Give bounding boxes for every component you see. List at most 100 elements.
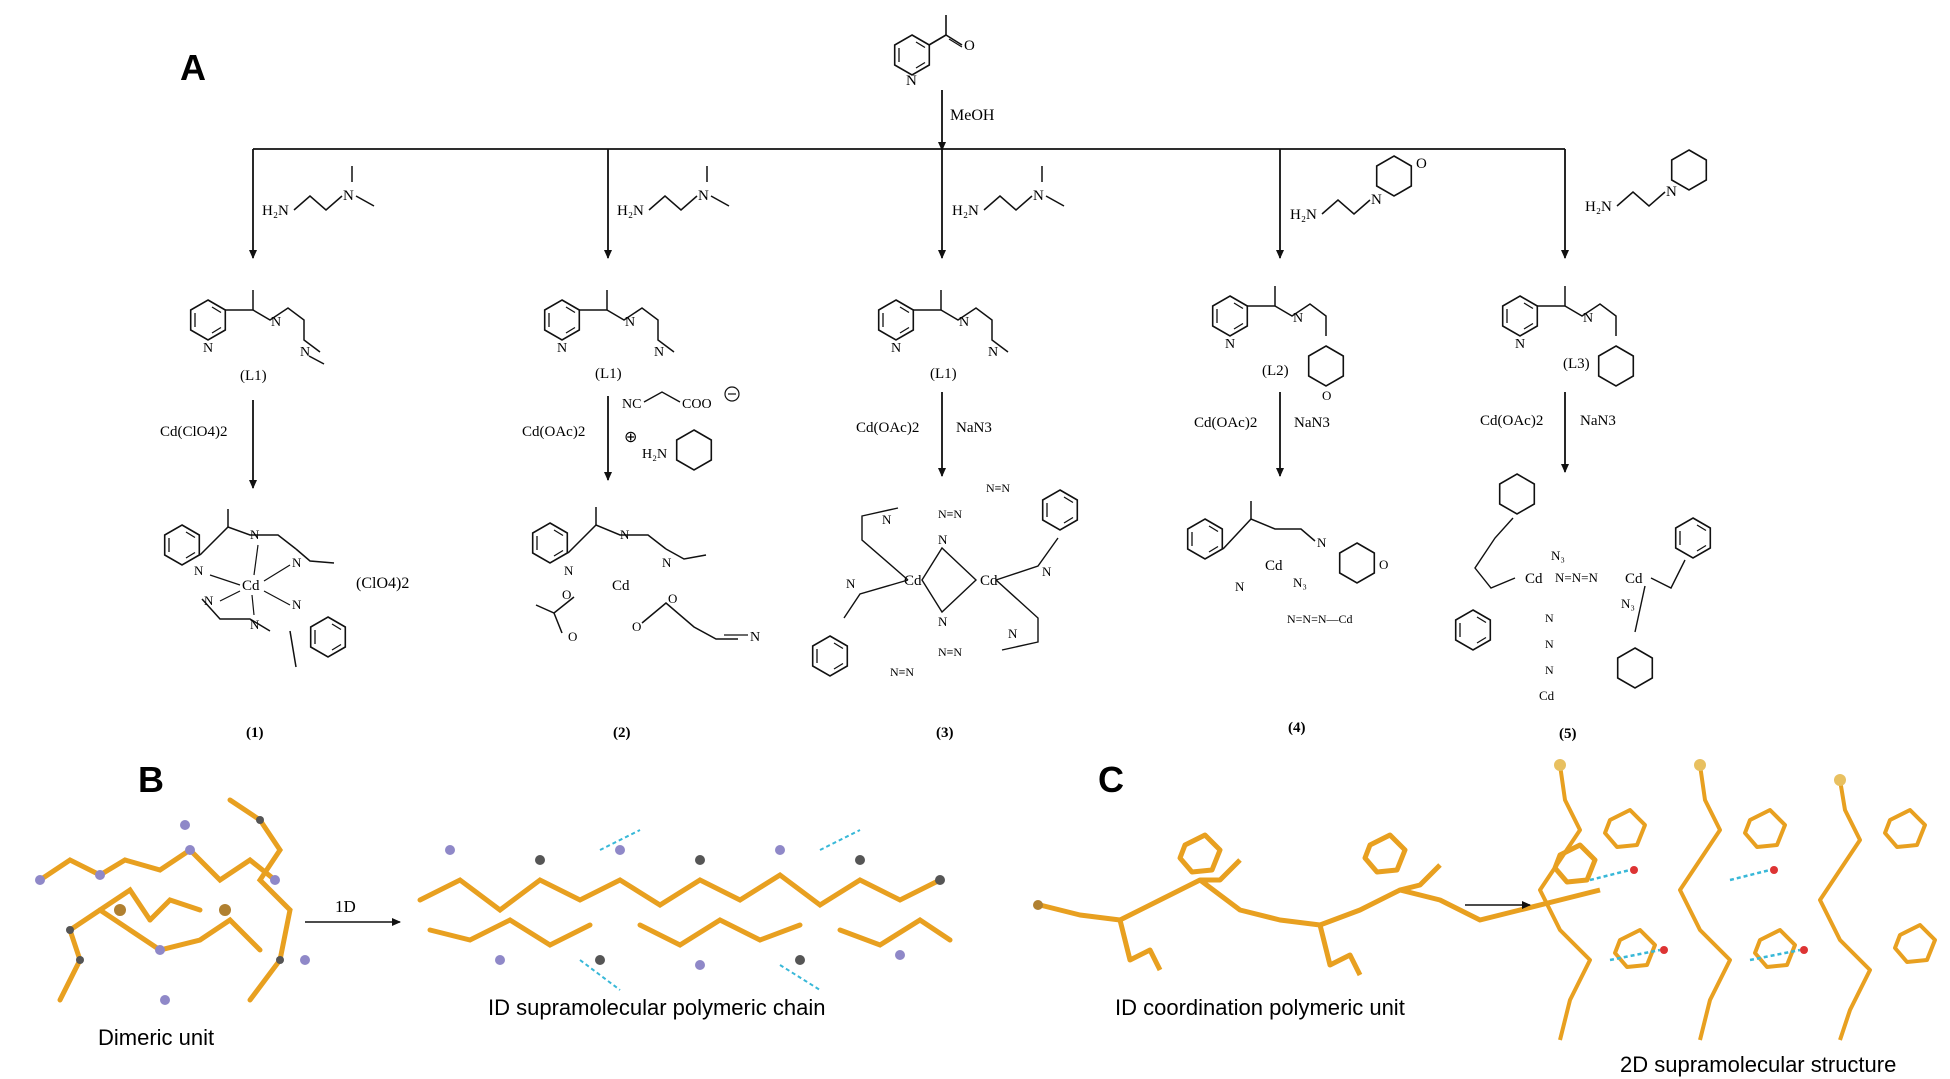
svg-text:Cd: Cd xyxy=(1265,558,1283,574)
unit-caption: ID coordination polymeric unit xyxy=(1115,995,1405,1020)
svg-text:N: N xyxy=(203,341,213,356)
structure-caption: 2D supramolecular structure xyxy=(1620,1052,1896,1077)
ligand-structure-5: N N xyxy=(1501,286,1635,387)
svg-text:N≡N: N≡N xyxy=(986,481,1010,495)
reagent-2: Cd(OAc)2 xyxy=(522,424,585,440)
svg-text:N: N xyxy=(891,341,901,356)
svg-text:N: N xyxy=(959,315,969,330)
svg-text:N: N xyxy=(906,73,917,89)
svg-text:N: N xyxy=(750,630,760,645)
svg-text:N: N xyxy=(300,345,310,360)
solvent-label: MeOH xyxy=(950,107,995,124)
svg-text:N: N xyxy=(343,188,354,204)
ligand-structure-1: N N N xyxy=(189,290,325,365)
dimer-caption: Dimeric unit xyxy=(98,1025,214,1050)
svg-text:N≡N: N≡N xyxy=(938,645,962,659)
svg-text:N: N xyxy=(625,315,635,330)
amine-piperidine: H₂N N xyxy=(1585,149,1708,215)
svg-text:N=N=N: N=N=N xyxy=(1555,570,1598,585)
svg-text:N: N xyxy=(1371,192,1382,208)
svg-text:O: O xyxy=(668,591,677,606)
svg-text:O: O xyxy=(632,619,641,634)
amine-dmed-3: H₂N N xyxy=(952,166,1065,219)
svg-text:N: N xyxy=(938,614,948,629)
svg-text:N: N xyxy=(1515,337,1525,352)
svg-text:N: N xyxy=(1008,626,1018,641)
svg-text:N: N xyxy=(564,563,574,578)
counter-ion: (ClO4)2 xyxy=(356,575,409,592)
svg-text:N: N xyxy=(292,597,302,612)
ligand-label-3: (L1) xyxy=(930,366,957,382)
complex-4-structure: Cd N O N₃ N N=N=N—Cd xyxy=(1186,501,1388,626)
amine-morpholine: H₂N N O xyxy=(1290,155,1427,223)
reagent-1: Cd(ClO4)2 xyxy=(160,424,228,440)
panel-label-a: A xyxy=(180,47,206,88)
svg-text:Cd: Cd xyxy=(242,578,260,594)
svg-text:N=N=N—Cd: N=N=N—Cd xyxy=(1287,612,1353,626)
svg-text:N₃: N₃ xyxy=(1621,596,1635,611)
svg-text:H₂N: H₂N xyxy=(262,203,289,219)
svg-text:O: O xyxy=(964,38,975,54)
complex-1-structure: Cd N N N N N N xyxy=(163,509,347,668)
svg-text:N: N xyxy=(988,345,998,360)
supramolecular-2d-model xyxy=(1538,764,1937,1041)
compound-number-3: (3) xyxy=(936,725,954,741)
amine-dmed-1: H₂N N xyxy=(262,166,375,219)
svg-text:NC: NC xyxy=(622,397,641,412)
svg-text:N₃: N₃ xyxy=(1551,548,1565,563)
dimer-arrow-label: 1D xyxy=(335,897,356,916)
svg-text:N: N xyxy=(1583,311,1593,326)
chain-caption: ID supramolecular polymeric chain xyxy=(488,995,825,1020)
reagent-4-salt: Cd(OAc)2 xyxy=(1194,415,1257,431)
svg-text:Cd: Cd xyxy=(904,573,922,589)
svg-text:O: O xyxy=(1416,156,1427,172)
metal-arrows xyxy=(249,392,1569,489)
svg-text:N≡N: N≡N xyxy=(890,665,914,679)
reagent-3-salt: Cd(OAc)2 xyxy=(856,420,919,436)
svg-text:N: N xyxy=(1033,188,1044,204)
svg-text:N: N xyxy=(1225,337,1235,352)
svg-text:Cd: Cd xyxy=(1525,571,1543,587)
svg-text:N: N xyxy=(654,345,664,360)
complex-2-structure: Cd N N N N O O O O xyxy=(531,507,760,645)
complex-3-structure: Cd Cd N N N≡N N≡N N≡N N≡N N N N N xyxy=(811,481,1079,679)
svg-text:N≡N: N≡N xyxy=(938,507,962,521)
coordination-polymer-model xyxy=(1039,832,1601,977)
svg-text:Cd: Cd xyxy=(980,573,998,589)
reagent-4-azide: NaN3 xyxy=(1294,415,1330,431)
compound-number-1: (1) xyxy=(246,725,264,741)
amine-dmed-2: H₂N N xyxy=(617,166,730,219)
svg-text:⊕: ⊕ xyxy=(624,429,637,446)
ligand-structure-4: N N O xyxy=(1211,286,1345,403)
dimeric-unit-model xyxy=(37,797,293,1003)
svg-text:Cd: Cd xyxy=(1625,571,1643,587)
svg-text:N: N xyxy=(1545,611,1554,625)
svg-text:N: N xyxy=(271,315,281,330)
svg-text:N: N xyxy=(250,527,260,542)
svg-text:N: N xyxy=(1042,564,1052,579)
reagent-5-salt: Cd(OAc)2 xyxy=(1480,413,1543,429)
hydrogen-bonds-chain xyxy=(579,829,861,991)
compound-number-2: (2) xyxy=(613,725,631,741)
svg-text:O: O xyxy=(562,587,571,602)
svg-text:N: N xyxy=(1545,663,1554,677)
ligand-label-1: (L1) xyxy=(240,368,267,384)
polymeric-chain-model xyxy=(417,871,953,948)
svg-text:N: N xyxy=(204,593,214,608)
svg-text:N: N xyxy=(194,563,204,578)
ligand-label-2: (L1) xyxy=(595,366,622,382)
acetylpyridine-structure: N O xyxy=(893,15,975,89)
svg-text:N: N xyxy=(938,532,948,547)
panel-label-b: B xyxy=(138,759,164,800)
svg-text:N: N xyxy=(620,527,630,542)
svg-text:N: N xyxy=(1293,311,1303,326)
svg-text:N: N xyxy=(1545,637,1554,651)
compound-number-4: (4) xyxy=(1288,720,1306,736)
panel-label-c: C xyxy=(1098,759,1124,800)
oxygen-atoms-2d xyxy=(1554,759,1846,954)
svg-text:Cd: Cd xyxy=(612,578,630,594)
svg-text:H₂N: H₂N xyxy=(1290,207,1317,223)
svg-text:N: N xyxy=(882,512,892,527)
svg-text:Cd: Cd xyxy=(1539,688,1555,703)
polymeric-chain-atoms xyxy=(445,845,945,970)
